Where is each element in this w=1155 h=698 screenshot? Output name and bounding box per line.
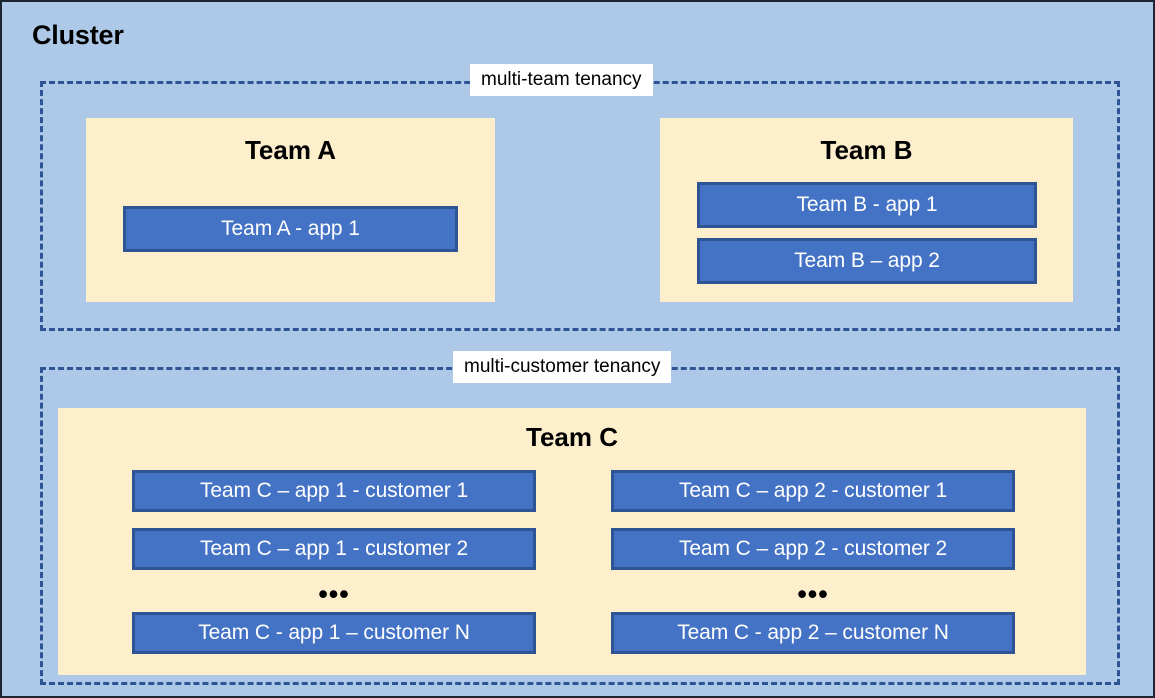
app-box-team-a-app-1[interactable]: Team A - app 1	[123, 206, 458, 252]
app-box-team-b-app-1[interactable]: Team B - app 1	[697, 182, 1037, 228]
app-box-team-c-app-1-customer-2[interactable]: Team C – app 1 - customer 2	[132, 528, 536, 570]
app-box-team-c-app-2-customer-1[interactable]: Team C – app 2 - customer 1	[611, 470, 1015, 512]
app-box-team-c-app-2-customer-n[interactable]: Team C - app 2 – customer N	[611, 612, 1015, 654]
app-box-team-c-app-2-customer-2[interactable]: Team C – app 2 - customer 2	[611, 528, 1015, 570]
zone-label-multi-customer-tenancy: multi-customer tenancy	[453, 351, 672, 383]
team-card-team-c: Team C Team C – app 1 - customer 1 Team …	[58, 408, 1086, 675]
app-box-team-c-app-1-customer-1[interactable]: Team C – app 1 - customer 1	[132, 470, 536, 512]
app-box-team-b-app-2[interactable]: Team B – app 2	[697, 238, 1037, 284]
team-title-team-a: Team A	[244, 135, 337, 165]
team-title-team-c: Team C	[526, 422, 618, 452]
zone-label-multi-team-tenancy: multi-team tenancy	[470, 64, 653, 96]
team-card-team-a: Team A Team A - app 1	[86, 118, 495, 302]
ellipsis-team-c-app-1: •••	[318, 579, 350, 609]
team-card-team-b: Team B Team B - app 1 Team B – app 2	[660, 118, 1073, 302]
app-box-team-c-app-1-customer-n[interactable]: Team C - app 1 – customer N	[132, 612, 536, 654]
team-title-team-b: Team B	[820, 135, 913, 165]
page-title: Cluster	[32, 20, 124, 50]
ellipsis-team-c-app-2: •••	[797, 579, 829, 609]
